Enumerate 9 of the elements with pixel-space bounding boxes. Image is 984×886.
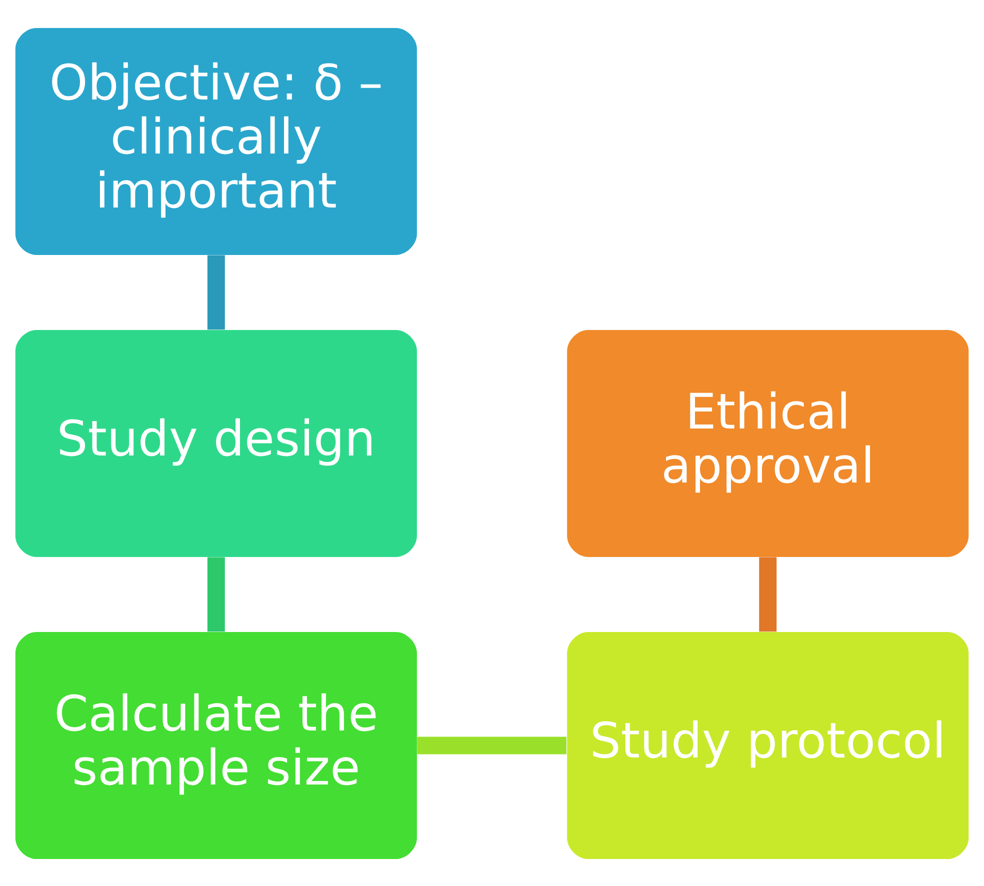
connector [207,556,225,632]
node-box: Objective: δ – clinically important [15,27,417,254]
connector [759,556,777,632]
node-box: Study protocol [567,632,969,859]
node-box: Study design [15,330,417,556]
node-box: Ethical approval [567,330,969,556]
connector [207,254,225,330]
node-box: Calculate the sample size [15,632,417,859]
connector [417,736,566,754]
